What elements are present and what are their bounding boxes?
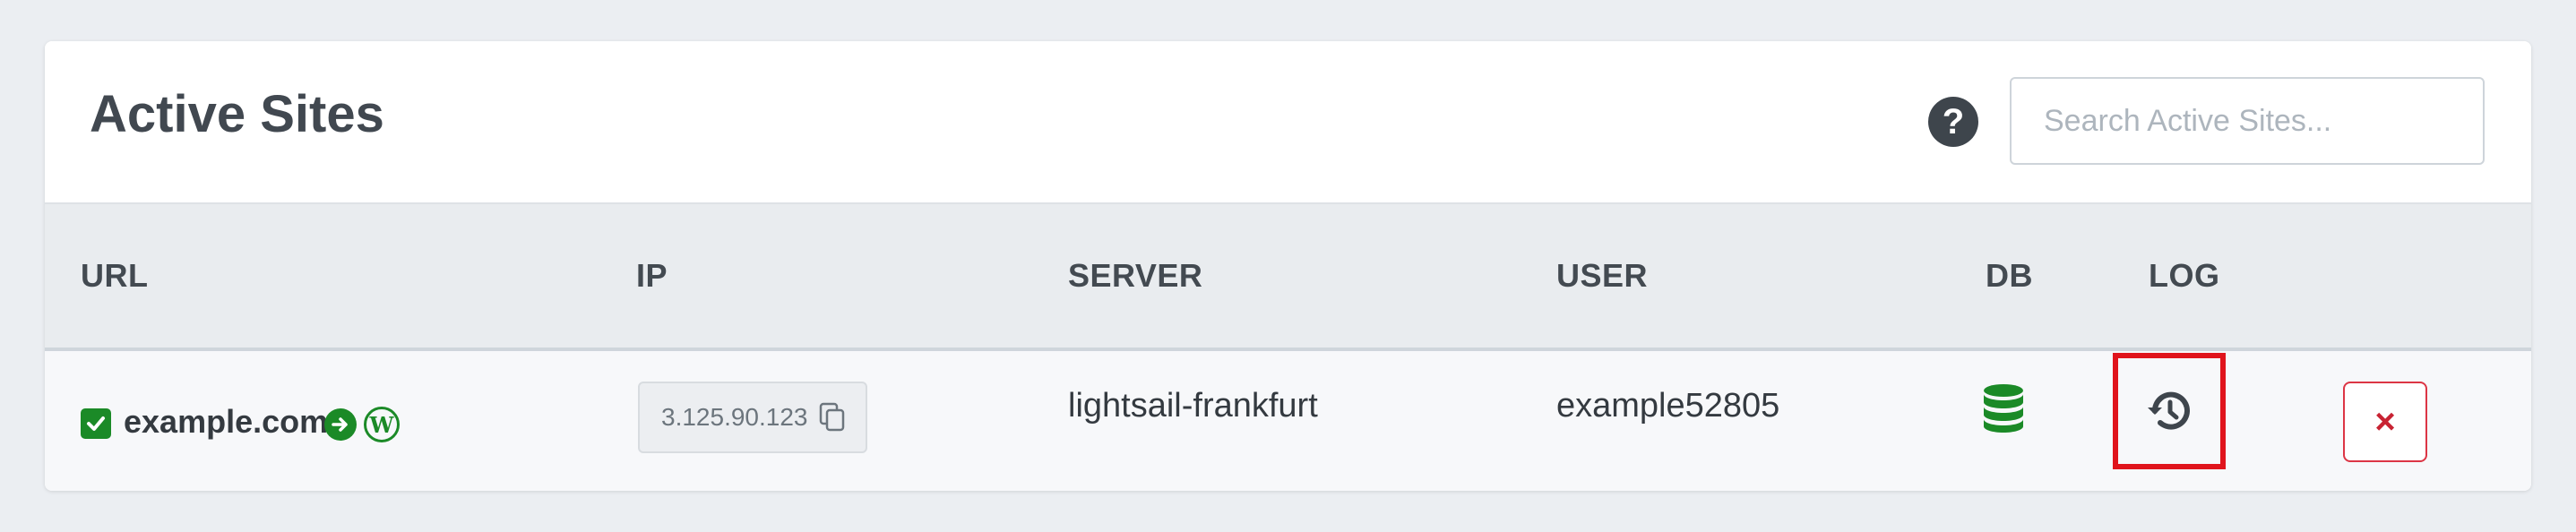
delete-site-button[interactable]: × [2343,382,2427,462]
column-header-ip: IP [636,257,668,294]
question-circle-icon[interactable]: ? [1928,97,1978,147]
ip-address: 3.125.90.123 [661,403,808,431]
log-button[interactable] [2113,353,2226,469]
active-sites-card: Active Sites ? URL IP SERVER USER DB LOG… [45,41,2531,491]
check-icon [87,416,105,431]
arrow-right-circle-icon[interactable] [324,408,357,441]
column-header-user: USER [1556,257,1649,294]
database-icon[interactable] [1982,383,2025,433]
column-header-log: LOG [2149,257,2220,294]
server-name: lightsail-frankfurt [1068,387,1318,425]
close-icon: × [2374,401,2396,442]
column-header-db: DB [1986,257,2033,294]
table-header: URL IP SERVER USER DB LOG [45,202,2531,351]
wordpress-icon[interactable]: W [364,407,400,442]
user-name: example52805 [1556,387,1780,425]
column-header-server: SERVER [1068,257,1203,294]
ip-copy-field[interactable]: 3.125.90.123 [638,382,867,453]
card-header: Active Sites ? [45,41,2531,202]
table-row: example.com W 3.125.90.123 lightsail-fra… [45,351,2531,491]
site-select-checkbox[interactable] [81,408,111,439]
site-url-link[interactable]: example.com [124,403,329,440]
column-header-url: URL [81,257,149,294]
history-icon [2148,391,2190,430]
page-title: Active Sites [90,85,384,143]
copy-icon[interactable] [819,402,846,433]
arrow-right-icon [332,417,348,432]
search-input[interactable] [2010,77,2485,165]
